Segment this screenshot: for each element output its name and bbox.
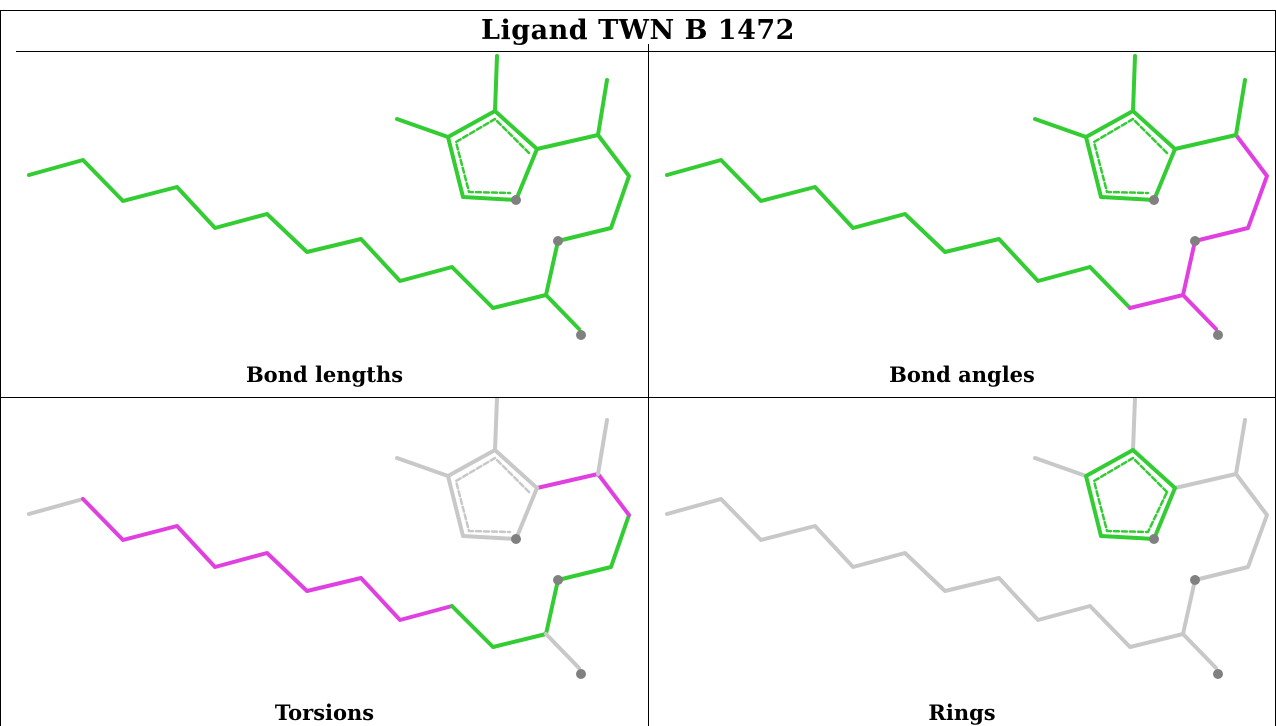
ring-to-chain-bond [1173,133,1238,151]
atom-marker [511,195,521,205]
center-divider [648,44,649,726]
ring-close-bond [514,147,539,202]
methyl-right [596,78,609,137]
chain-terminal-gray [27,497,85,516]
atom-marker [553,236,563,246]
methyl-top [1131,54,1137,113]
terminal-bond [544,293,581,331]
alkyl-chain [27,133,631,310]
atom-marker [1149,195,1159,205]
terminal-bond [1181,293,1218,331]
methyl-right [1234,418,1247,476]
panel-label: Rings [928,700,996,725]
title-divider [16,51,1276,52]
ring-inner-bonds [1092,117,1169,195]
atom-marker [1149,534,1159,544]
alkyl-chain-green [450,513,631,649]
methyl-left [1033,117,1088,139]
molecule-bond-angles [665,54,1269,340]
methyl-top [493,398,499,452]
ring-close-bond [514,486,539,541]
atom-marker [1190,236,1200,246]
title-bar: Ligand TWN B 1472 [0,10,1276,52]
atom-marker [1213,669,1223,679]
panel-rings: Rings [649,398,1275,726]
terminal-bond [544,632,581,670]
panel-label: Bond angles [889,362,1035,387]
methyl-left [395,117,450,139]
molecule-rings [665,398,1269,679]
panel-bond-lengths: Bond lengths [1,52,648,397]
atom-marker [576,330,586,340]
row-divider [0,397,1276,398]
methyl-top [493,54,499,113]
atom-marker [576,669,586,679]
ring-to-chain-bond [535,133,600,151]
ring-to-chain-bond [1173,472,1238,490]
atom-marker [1190,575,1200,585]
figure-title: Ligand TWN B 1472 [481,15,795,46]
alkyl-chain [665,472,1269,649]
panel-label: Bond lengths [245,362,404,387]
methyl-top [1131,398,1137,452]
ring-close-bond [1152,147,1177,202]
panel-bond-angles: Bond angles [649,52,1275,397]
alkyl-chain-green [665,158,1132,310]
atom-marker [553,575,563,585]
molecule-bond-lengths [27,54,631,340]
molecule-torsions [27,398,631,679]
ring-bonds [1084,448,1177,541]
methyl-right [596,418,609,476]
ring-inner-bonds [1092,456,1169,534]
alkyl-chain-magenta [1128,133,1269,310]
ring-inner-bonds [454,117,531,195]
left-border [0,52,1,726]
terminal-bond [1181,632,1218,670]
chain-tail-magenta [535,472,631,517]
atom-marker [511,534,521,544]
ring-inner-bonds [454,456,531,534]
alkyl-chain-magenta [81,497,454,622]
panel-torsions: Torsions [1,398,648,726]
panel-label: Torsions [274,700,375,725]
methyl-left [1033,456,1088,478]
atom-marker [1213,330,1223,340]
methyl-left [395,456,450,478]
methyl-right [1234,78,1247,137]
